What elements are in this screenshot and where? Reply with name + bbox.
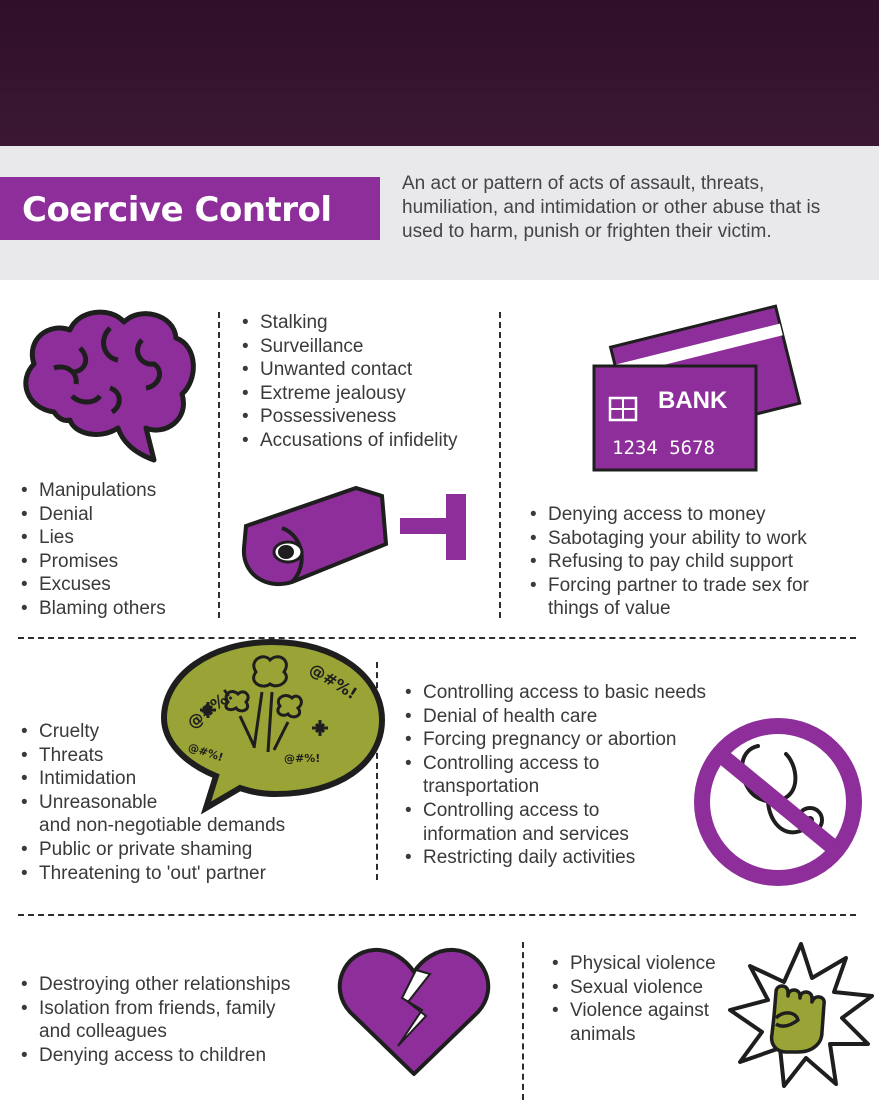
violence-list: Physical violenceSexual violenceViolence… bbox=[549, 952, 716, 1046]
card-number: 1234 5678 bbox=[612, 437, 715, 459]
list-item: Surveillance bbox=[239, 335, 458, 359]
definition-text: An act or pattern of acts of assault, th… bbox=[402, 173, 821, 242]
fist-icon bbox=[728, 942, 874, 1088]
isolation-list: Destroying other relationshipsIsolation … bbox=[18, 973, 290, 1067]
list-item: Accusations of infidelity bbox=[239, 429, 458, 453]
list-item: Stalking bbox=[239, 311, 458, 335]
list-item: Public or private shaming bbox=[18, 838, 285, 862]
list-item: Denial bbox=[18, 503, 166, 527]
list-item: Threats bbox=[18, 744, 285, 768]
list-item: Denying access to children bbox=[18, 1044, 290, 1068]
list-item: Refusing to pay child support bbox=[527, 550, 809, 574]
list-item: Excuses bbox=[18, 573, 166, 597]
list-item: Controlling access to basic needs bbox=[402, 681, 706, 705]
speech-bubble-icon: @#%! @#%! @#%! @#%! bbox=[160, 638, 386, 815]
list-item: Sabotaging your ability to work bbox=[527, 527, 809, 551]
list-item: Extreme jealousy bbox=[239, 382, 458, 406]
list-item: Lies bbox=[18, 526, 166, 550]
broken-heart-icon bbox=[337, 947, 491, 1076]
list-item: Manipulations bbox=[18, 479, 166, 503]
emotional-abuse-list: ManipulationsDenialLiesPromisesExcusesBl… bbox=[18, 479, 166, 621]
grawlix-4: @#%! bbox=[284, 752, 320, 765]
list-item: Restricting daily activities bbox=[402, 846, 706, 870]
divider-vertical-2 bbox=[499, 312, 501, 618]
list-item: Unwanted contact bbox=[239, 358, 458, 382]
financial-abuse-list: Denying access to moneySabotaging your a… bbox=[527, 503, 809, 621]
list-item: Cruelty bbox=[18, 720, 285, 744]
divider-horizontal-1 bbox=[18, 637, 856, 639]
title-box bbox=[0, 177, 380, 240]
verbal-abuse-list: CrueltyThreatsIntimidationUnreasonablean… bbox=[18, 720, 285, 885]
list-item: Denial of health care bbox=[402, 705, 706, 729]
list-item: Possessiveness bbox=[239, 405, 458, 429]
list-item: Promises bbox=[18, 550, 166, 574]
basic-needs-list: Controlling access to basic needsDenial … bbox=[402, 681, 706, 870]
card-brand: BANK bbox=[658, 387, 728, 414]
bank-card-icon: BANK 1234 5678 bbox=[592, 304, 802, 472]
no-stethoscope-icon bbox=[694, 718, 862, 886]
list-item: Intimidation bbox=[18, 767, 285, 791]
divider-horizontal-2 bbox=[18, 914, 856, 916]
list-item: Denying access to money bbox=[527, 503, 809, 527]
list-item: Forcing pregnancy or abortion bbox=[402, 728, 706, 752]
list-item: Sexual violence bbox=[549, 976, 716, 1000]
surveillance-list: StalkingSurveillanceUnwanted contactExtr… bbox=[239, 311, 458, 453]
list-item: Blaming others bbox=[18, 597, 166, 621]
top-banner bbox=[0, 0, 879, 146]
brain-icon bbox=[23, 309, 196, 463]
divider-vertical-3 bbox=[376, 662, 378, 880]
page-title: Coercive Control bbox=[22, 190, 332, 230]
security-camera-icon bbox=[241, 485, 466, 587]
divider-vertical-1 bbox=[218, 312, 220, 618]
list-item: Physical violence bbox=[549, 952, 716, 976]
divider-vertical-4 bbox=[522, 942, 524, 1100]
list-item: Destroying other relationships bbox=[18, 973, 290, 997]
list-item: Threatening to 'out' partner bbox=[18, 862, 285, 886]
